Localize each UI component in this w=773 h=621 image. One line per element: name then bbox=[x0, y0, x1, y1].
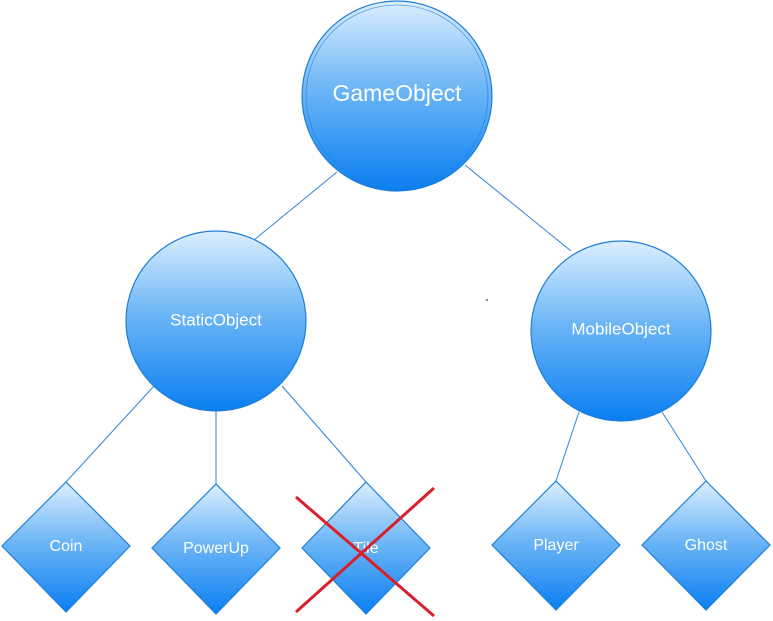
edge-gameobject-mobileobject bbox=[464, 164, 572, 252]
node-player: Player bbox=[491, 480, 621, 611]
node-ghost-label: Ghost bbox=[685, 537, 728, 554]
edge-staticobject-tile bbox=[281, 385, 367, 483]
stray-dot bbox=[486, 299, 488, 301]
strike-line-2 bbox=[294, 486, 436, 614]
node-mobileobject: MobileObject bbox=[530, 240, 712, 422]
edges bbox=[65, 164, 707, 484]
node-coin-label: Coin bbox=[50, 538, 83, 555]
tile-strike-x bbox=[294, 486, 436, 618]
node-mobileobject-label: MobileObject bbox=[571, 319, 670, 338]
edge-mobileobject-ghost bbox=[661, 411, 707, 482]
node-gameobject: GameObject bbox=[301, 0, 493, 192]
node-ghost: Ghost bbox=[641, 480, 771, 611]
node-gameobject-label: GameObject bbox=[332, 80, 462, 106]
node-player-label: Player bbox=[533, 537, 579, 554]
edge-gameobject-staticobject bbox=[253, 171, 338, 241]
node-staticobject-label: StaticObject bbox=[170, 310, 262, 329]
strike-line-1 bbox=[295, 495, 435, 618]
node-coin: Coin bbox=[1, 481, 131, 613]
node-powerup-label: PowerUp bbox=[183, 540, 249, 557]
node-staticobject: StaticObject bbox=[125, 230, 307, 412]
edge-mobileobject-player bbox=[555, 411, 580, 482]
edge-staticobject-coin bbox=[65, 385, 155, 483]
node-powerup: PowerUp bbox=[151, 483, 281, 615]
